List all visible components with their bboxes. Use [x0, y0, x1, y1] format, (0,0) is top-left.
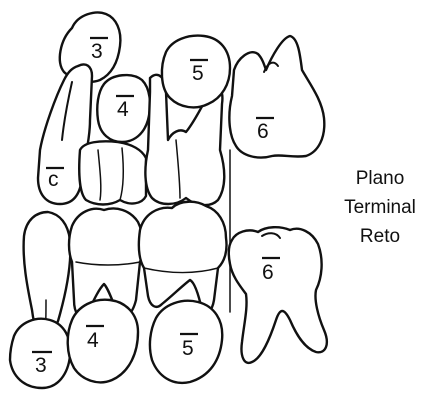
upper-first-premolar-bud: 4 — [97, 75, 150, 142]
label-upper-first-molar: 6 — [257, 120, 269, 143]
label-lower-second-premolar-bud: 5 — [182, 337, 194, 360]
label-upper-first-premolar-bud: 4 — [117, 98, 129, 121]
label-lower-first-molar: 6 — [262, 261, 274, 284]
label-upper-canine-bud: 3 — [91, 40, 103, 63]
upper-second-premolar-bud: 5 — [162, 36, 230, 108]
caption: Plano Terminal Reto — [330, 164, 430, 251]
caption-line-2: Terminal — [330, 193, 430, 222]
caption-line-3: Reto — [330, 222, 430, 251]
lower-second-premolar-bud: 5 — [150, 301, 222, 383]
upper-first-molar: 6 — [229, 36, 324, 158]
label-upper-second-premolar-bud: 5 — [192, 62, 204, 85]
lower-canine-bud: 3 — [10, 319, 70, 388]
label-lower-first-premolar-bud: 4 — [87, 329, 99, 352]
lower-first-molar: 6 — [229, 227, 327, 363]
caption-line-1: Plano — [330, 164, 430, 193]
upper-primary-first-molar — [79, 141, 146, 204]
lower-first-premolar-bud: 4 — [68, 300, 138, 383]
label-lower-canine-bud: 3 — [35, 354, 47, 377]
label-upper-primary-canine: c — [48, 168, 59, 191]
lower-primary-second-molar — [139, 202, 227, 313]
